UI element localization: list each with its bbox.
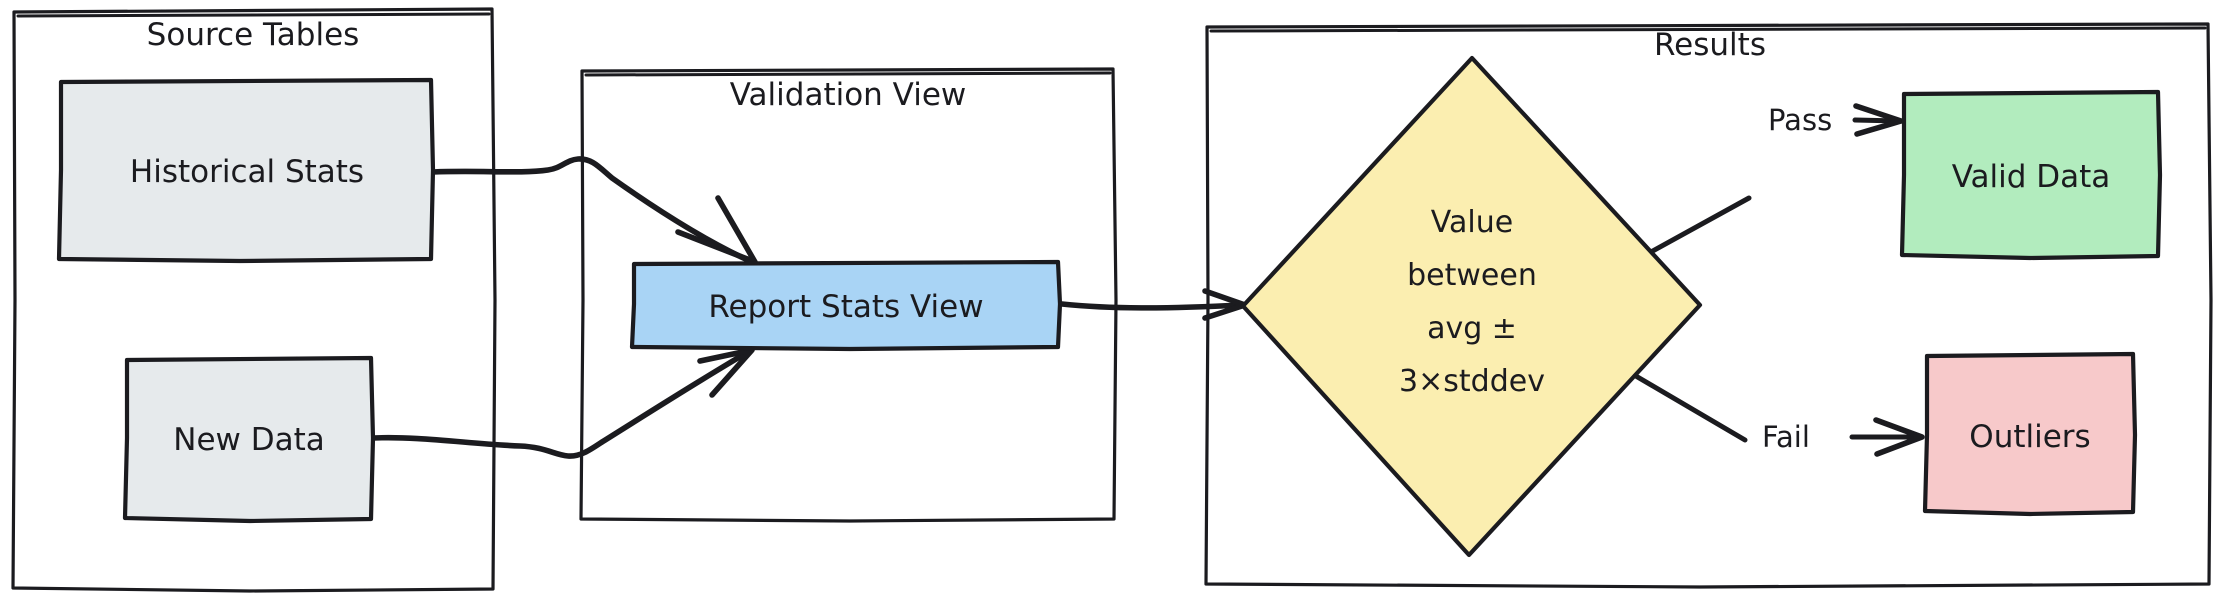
source-tables-frame-sketch [16,12,491,18]
edge-pass-line [1637,195,1752,261]
edge-fail-label: Fail [1762,420,1810,454]
edge-newdata-to-report [370,347,755,459]
edge-check-to-outliers: Fail [1626,369,1925,457]
node-validation-check[interactable]: Value between avg ± 3×stddev [1240,55,1703,558]
results-frame-sketch [1209,26,2207,33]
node-historical-stats[interactable]: Historical Stats [56,77,436,264]
group-validation-view[interactable]: Validation View [579,67,1118,523]
results-frame [1204,22,2213,589]
report-stats-view-box [629,259,1063,352]
group-results[interactable]: Results [1204,22,2213,589]
source-tables-title: Source Tables [147,17,360,53]
node-outliers[interactable]: Outliers [1922,351,2138,517]
results-title: Results [1654,27,1766,63]
validation-check-label-line-3: avg ± [1427,311,1517,346]
edge-newdata-line [370,349,751,459]
new-data-box [122,355,376,524]
edge-check-to-valid: Pass [1637,103,1904,261]
outliers-label: Outliers [1969,419,2090,455]
validation-check-label-line-4: 3×stddev [1399,364,1545,399]
report-stats-view-label: Report Stats View [708,289,983,325]
edge-report-arrowhead [1202,288,1248,321]
edge-historical-to-report [430,156,758,265]
validation-check-label-line-1: Value [1431,205,1513,240]
node-new-data[interactable]: New Data [122,355,376,524]
valid-data-label: Valid Data [1952,159,2111,195]
validation-view-frame-sketch [584,71,1112,77]
edge-fail-arrowhead [1873,417,1925,457]
edge-pass-label: Pass [1768,103,1832,137]
node-report-stats-view[interactable]: Report Stats View [629,259,1063,352]
edge-fail-line [1626,369,1748,443]
edge-newdata-arrowhead [697,347,755,398]
historical-stats-label: Historical Stats [130,154,364,190]
historical-stats-box [56,77,436,264]
valid-data-box [1899,89,2163,261]
validation-check-label-line-2: between [1407,258,1537,293]
edge-historical-arrowhead [675,195,758,265]
validation-view-title: Validation View [730,77,967,113]
validation-check-diamond [1240,55,1703,558]
new-data-label: New Data [173,422,325,458]
edge-historical-line [430,156,755,265]
validation-view-frame [579,67,1118,523]
node-valid-data[interactable]: Valid Data [1899,89,2163,261]
outliers-box [1922,351,2138,517]
source-tables-frame [11,7,497,593]
edge-report-to-check [1059,288,1248,321]
group-source-tables[interactable]: Source Tables [11,7,497,593]
edge-pass-arrowhead [1853,103,1904,137]
edge-report-line [1059,301,1245,311]
